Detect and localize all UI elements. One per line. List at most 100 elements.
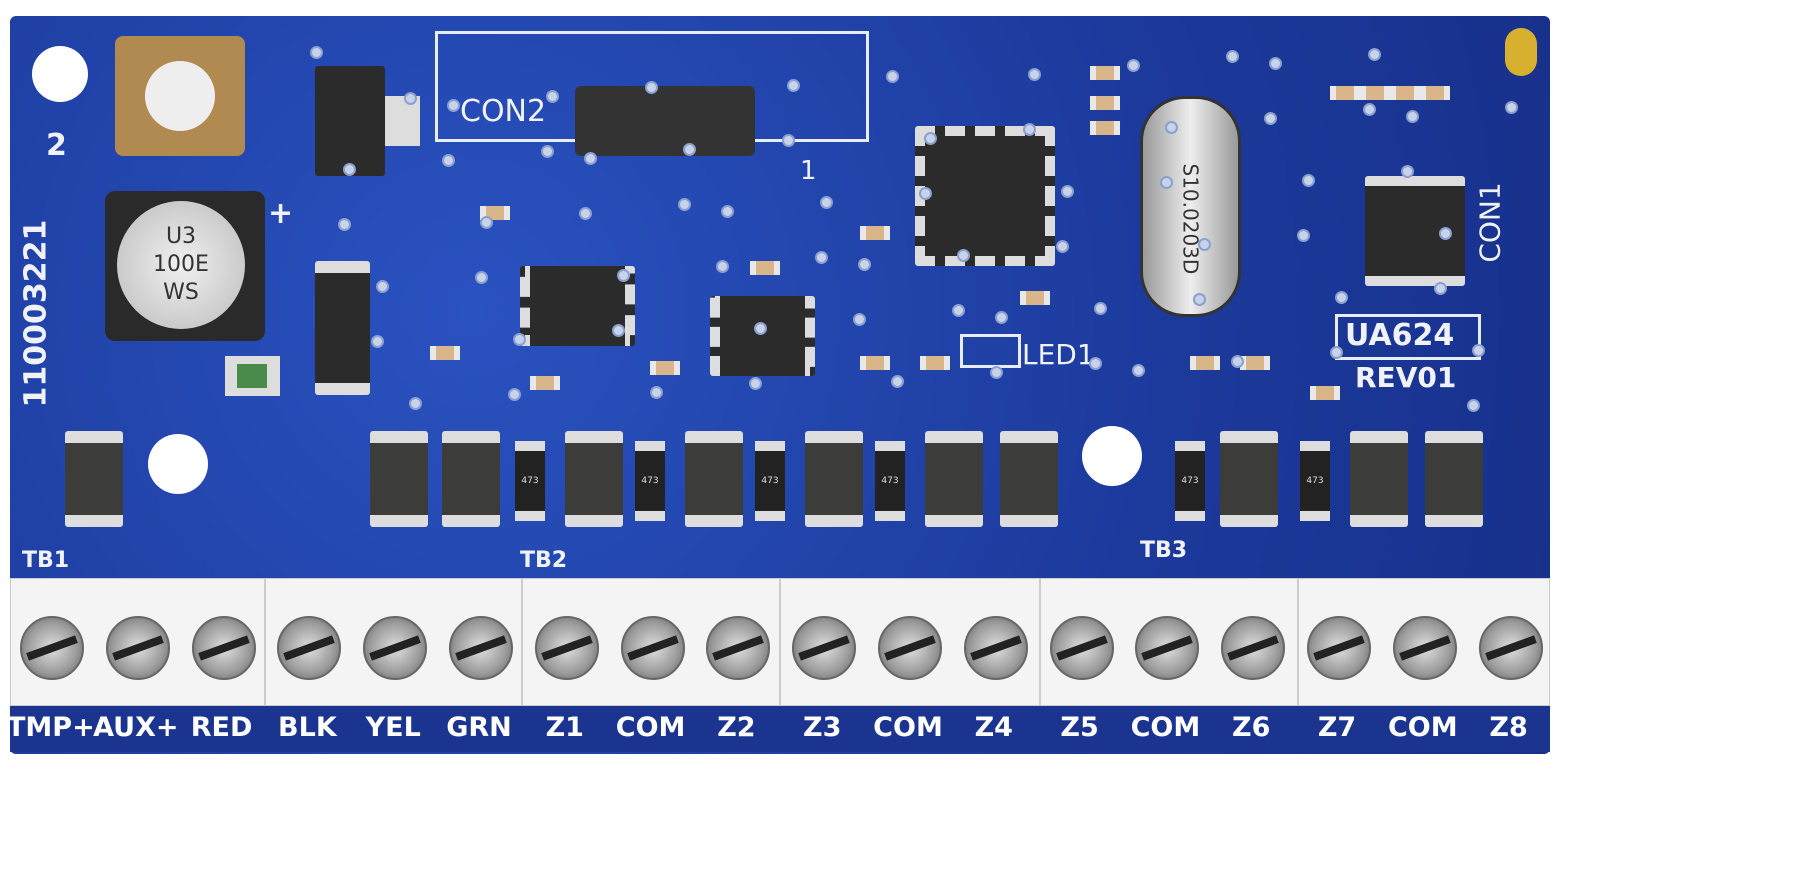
tamper-switch[interactable] <box>115 36 245 156</box>
terminal-screw[interactable] <box>1135 616 1200 680</box>
fuse <box>225 356 280 396</box>
via <box>1198 238 1211 251</box>
via <box>957 249 970 262</box>
via <box>1335 291 1348 304</box>
via <box>1467 399 1480 412</box>
smd-component <box>920 356 950 370</box>
via <box>1330 346 1343 359</box>
diode <box>65 431 123 527</box>
con1-label: CON1 <box>1473 182 1507 263</box>
terminal-strip <box>10 578 1550 706</box>
smd-component <box>1390 86 1420 100</box>
via <box>1127 59 1140 72</box>
via <box>409 397 422 410</box>
via <box>1434 282 1447 295</box>
diode <box>925 431 983 527</box>
via <box>1472 344 1485 357</box>
via <box>924 132 937 145</box>
diode <box>442 431 500 527</box>
via <box>617 269 630 282</box>
terminal-label: AUX+ <box>93 712 179 743</box>
terminal-label: Z4 <box>974 712 1013 743</box>
terminal-label: TMP+ <box>7 712 95 743</box>
via <box>650 386 663 399</box>
terminal-screw[interactable] <box>1307 616 1371 680</box>
smd-component <box>1310 386 1340 400</box>
terminal-screw[interactable] <box>706 616 771 680</box>
con2-label: CON2 <box>460 94 547 129</box>
via <box>612 324 625 337</box>
mounting-hole <box>1082 426 1142 486</box>
terminal-screw[interactable] <box>449 616 513 680</box>
terminal-screw[interactable] <box>792 616 857 680</box>
diode <box>565 431 623 527</box>
via <box>1439 227 1452 240</box>
terminal-label: COM <box>873 712 943 743</box>
terminal-label: YEL <box>365 712 421 743</box>
smd-component <box>530 376 560 390</box>
terminal-label: Z6 <box>1232 712 1271 743</box>
via <box>513 333 526 346</box>
terminal-screw[interactable] <box>191 616 256 680</box>
via <box>858 258 871 271</box>
terminal-label: COM <box>615 712 686 743</box>
terminal-label: Z7 <box>1317 712 1357 743</box>
led-label: LED1 <box>1022 338 1095 371</box>
tb2-label: TB2 <box>520 548 568 573</box>
via <box>447 99 460 112</box>
revision-label: REV01 <box>1355 361 1457 394</box>
via <box>1368 48 1381 61</box>
resistor: 473 <box>635 441 665 521</box>
resistor: 473 <box>875 441 905 521</box>
jumper[interactable] <box>575 86 755 156</box>
polarity-mark: + <box>268 196 294 231</box>
smd-component <box>860 356 890 370</box>
via <box>480 216 493 229</box>
via <box>1160 176 1173 189</box>
smd-component <box>1240 356 1270 370</box>
via <box>787 79 800 92</box>
via <box>1269 57 1282 70</box>
diode <box>1350 431 1408 527</box>
via <box>1302 174 1315 187</box>
smd-component <box>750 261 780 275</box>
via <box>820 196 833 209</box>
mounting-hole <box>148 434 208 494</box>
smd-component <box>650 361 680 375</box>
smd-component <box>1330 86 1360 100</box>
terminal-screw[interactable] <box>620 616 685 680</box>
via <box>683 143 696 156</box>
via <box>919 187 932 200</box>
via <box>1023 123 1036 136</box>
terminal-screw[interactable] <box>963 616 1028 680</box>
diode <box>315 261 370 395</box>
mounting-hole <box>32 46 88 102</box>
diode <box>805 431 863 527</box>
terminal-label: Z1 <box>545 712 584 743</box>
terminal-screw[interactable] <box>1392 616 1457 680</box>
terminal-screw[interactable] <box>105 616 170 680</box>
via <box>782 134 795 147</box>
via <box>1401 165 1414 178</box>
via <box>990 366 1003 379</box>
terminal-screw[interactable] <box>878 616 942 680</box>
via <box>1132 364 1145 377</box>
terminal-screw[interactable] <box>534 616 599 680</box>
terminal-label: COM <box>1387 712 1458 743</box>
via <box>508 388 521 401</box>
smd-component <box>860 226 890 240</box>
via <box>584 152 597 165</box>
via <box>404 92 417 105</box>
terminal-screw[interactable] <box>277 616 342 680</box>
diode <box>685 431 743 527</box>
terminal-screw[interactable] <box>1221 616 1286 680</box>
terminal-screw[interactable] <box>363 616 428 680</box>
via <box>716 260 729 273</box>
terminal-screw[interactable] <box>1049 616 1114 680</box>
smd-component <box>1090 121 1120 135</box>
smd-component <box>1190 356 1220 370</box>
via <box>853 313 866 326</box>
terminal-screw[interactable] <box>1478 616 1543 680</box>
terminal-screw[interactable] <box>20 616 84 680</box>
